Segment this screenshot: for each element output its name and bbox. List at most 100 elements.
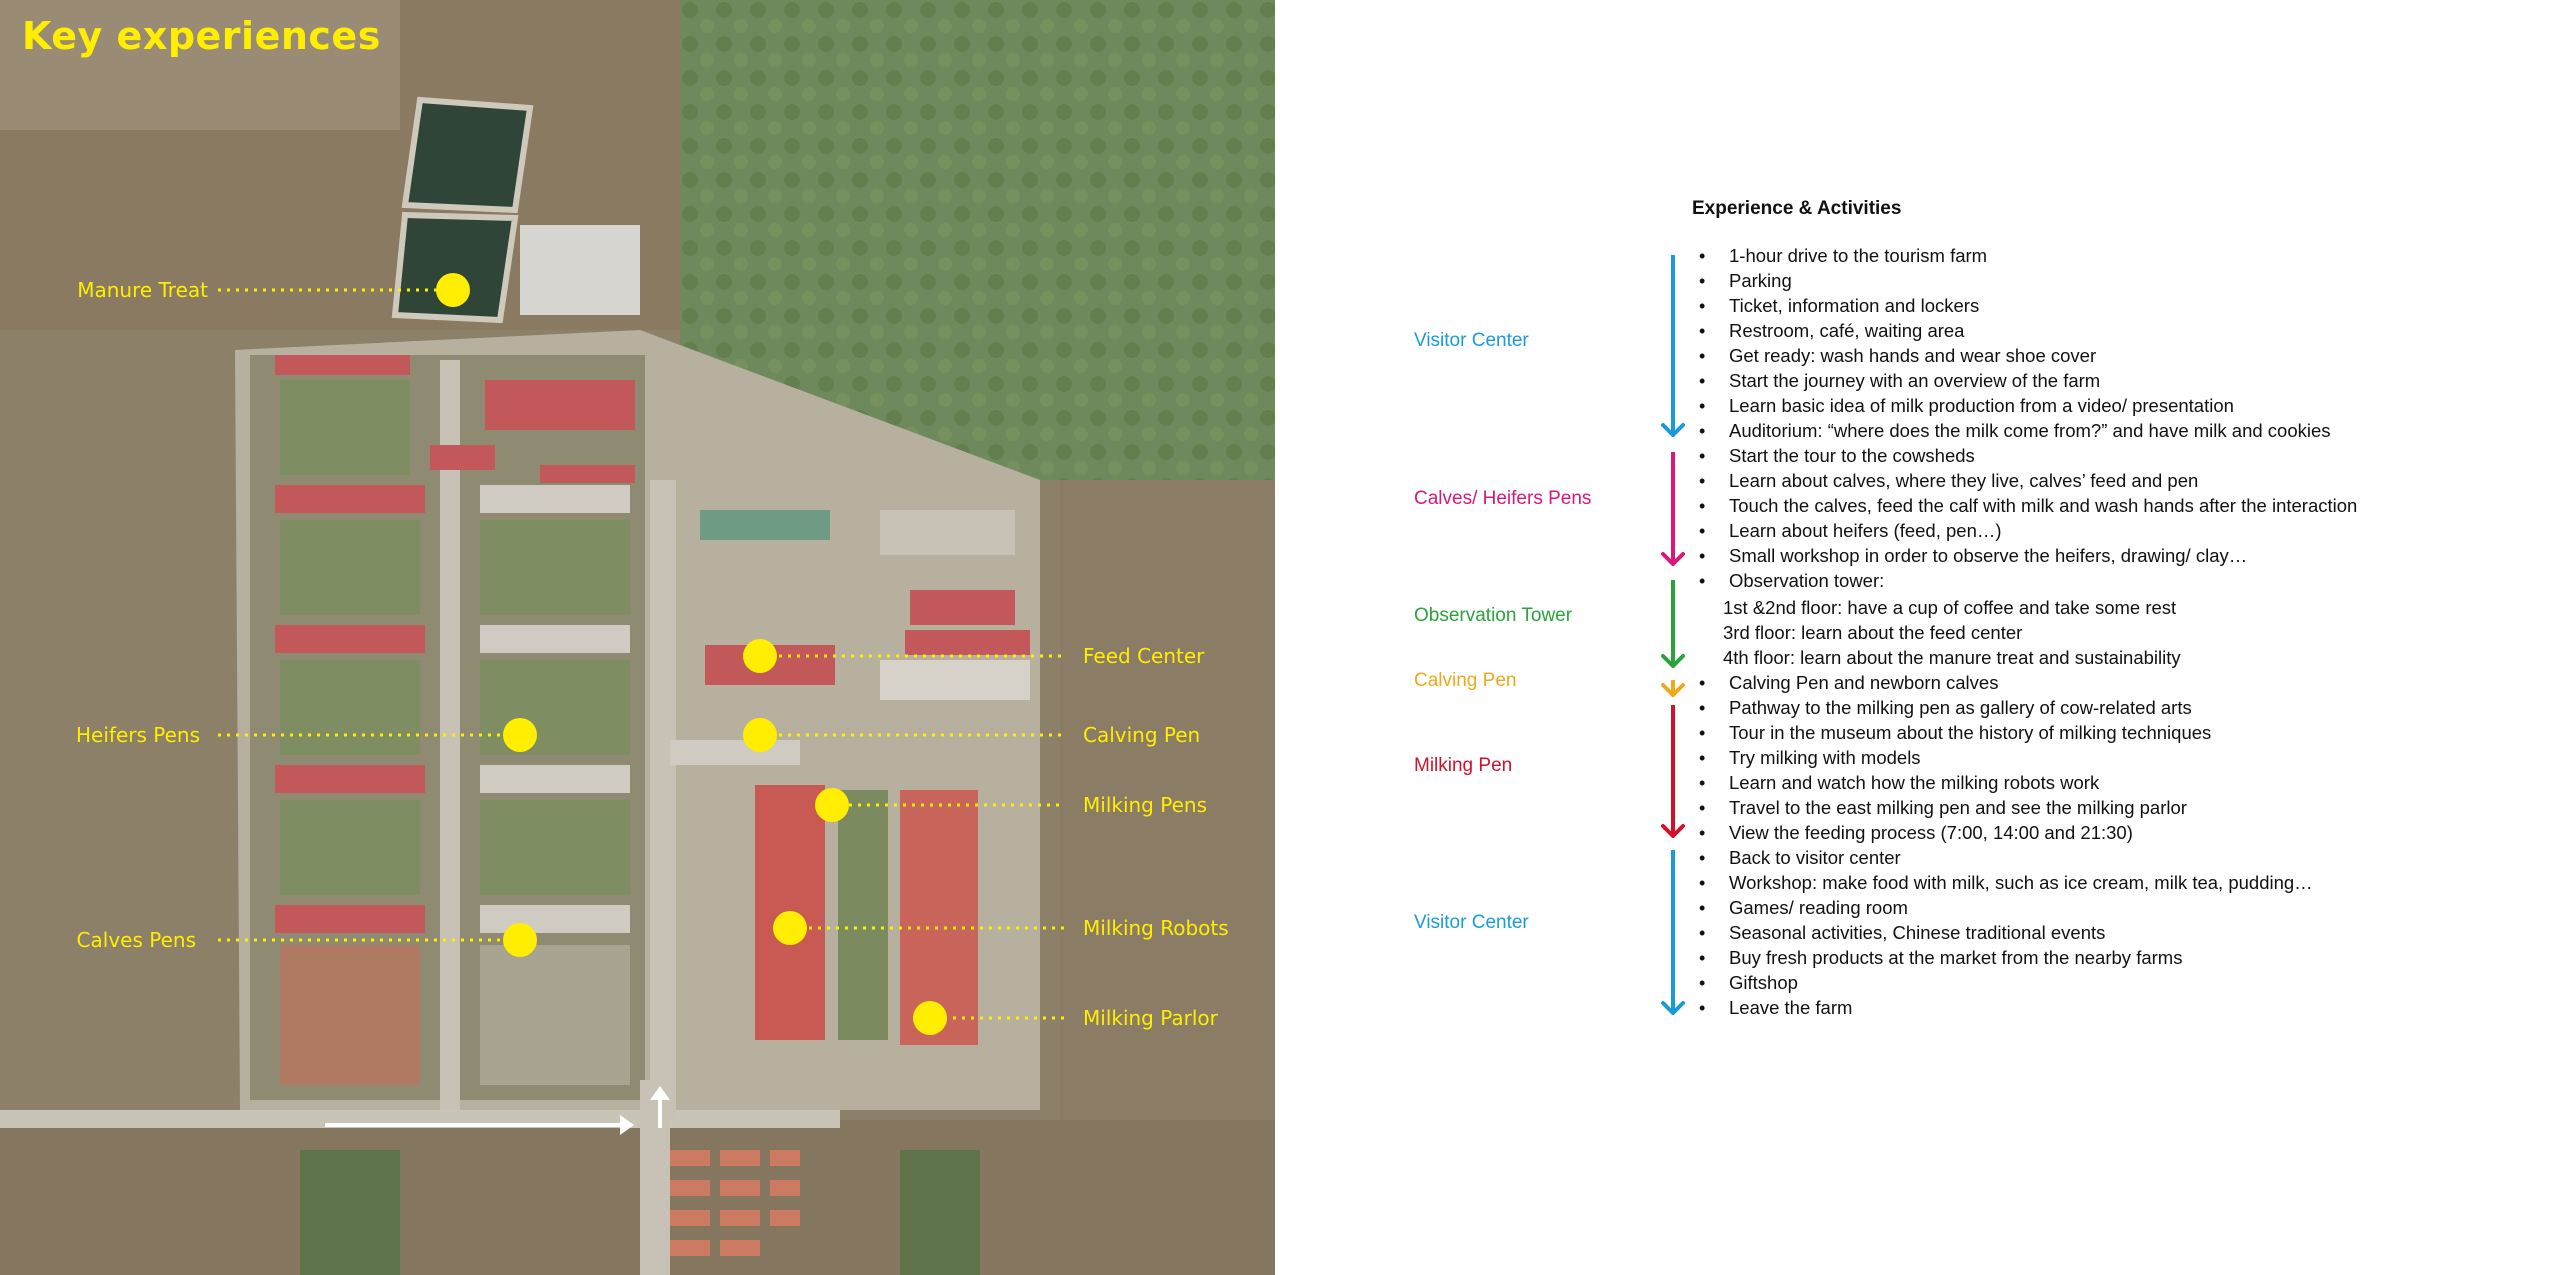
manure-lagoon-1 [401, 96, 534, 214]
activity-bullet: • [1699, 546, 1706, 566]
activity-bullet: • [1699, 848, 1706, 868]
tree-row-south [300, 1150, 400, 1275]
activity-item: Observation tower: [1729, 570, 1885, 591]
label-milking-pens: Milking Pens [1083, 793, 1207, 817]
activity-bullet: • [1699, 823, 1706, 843]
activity-bullet: • [1699, 271, 1706, 291]
activity-bullet: • [1699, 471, 1706, 491]
calving-shed [670, 740, 800, 765]
activity-bullet: • [1699, 773, 1706, 793]
marker-milkpens[interactable] [815, 788, 849, 822]
feed-center-roof-2 [905, 630, 1030, 655]
activity-bullet: • [1699, 321, 1706, 341]
activity-item: Ticket, information and lockers [1729, 295, 1980, 316]
phase-label-visitor2: Visitor Center [1414, 912, 1529, 933]
marker-calves[interactable] [503, 923, 537, 957]
phase-label-calving: Calving Pen [1414, 670, 1517, 691]
south-village [670, 1150, 800, 1256]
section-heading: Experience & Activities [1692, 198, 1902, 219]
activity-bullet: • [1699, 521, 1706, 541]
label-calves-pens: Calves Pens [76, 928, 196, 952]
field-east [1060, 480, 1275, 1120]
phase-label-calves: Calves/ Heifers Pens [1414, 488, 1592, 509]
activity-bullet: • [1699, 748, 1706, 768]
activity-item: Calving Pen and newborn calves [1729, 672, 1999, 693]
field-strip [0, 0, 400, 130]
activity-item: Tour in the museum about the history of … [1729, 722, 2212, 743]
activity-item: Workshop: make food with milk, such as i… [1729, 872, 2313, 893]
phase-arrow-head [1661, 654, 1685, 668]
pen-grass [280, 380, 630, 895]
activity-bullet: • [1699, 923, 1706, 943]
leader-lines [218, 288, 1065, 1020]
entry-road [640, 1080, 670, 1275]
marker-calving[interactable] [743, 718, 777, 752]
marker-feed[interactable] [743, 639, 777, 673]
activity-item: Seasonal activities, Chinese traditional… [1729, 922, 2106, 943]
marker-manure[interactable] [436, 273, 470, 307]
phase-arrow-calving [1661, 680, 1685, 697]
marker-robots[interactable] [773, 911, 807, 945]
activity-bullet: • [1699, 898, 1706, 918]
label-heifers-pens: Heifers Pens [76, 723, 200, 747]
activity-bullet: • [1699, 798, 1706, 818]
field-south [0, 1120, 1275, 1275]
feed-center-roof [910, 590, 1015, 625]
activity-item: Get ready: wash hands and wear shoe cove… [1729, 345, 2097, 366]
activity-item: Try milking with models [1729, 747, 1921, 768]
activity-bullet: • [1699, 998, 1706, 1018]
label-manure-treat: Manure Treat [77, 278, 208, 302]
activity-item: Learn and watch how the milking robots w… [1729, 772, 2100, 793]
activity-item: Back to visitor center [1729, 847, 1901, 868]
milking-yard [838, 790, 888, 1040]
activity-bullet: • [1699, 421, 1706, 441]
calves-yard [280, 945, 420, 1085]
activity-item: Travel to the east milking pen and see t… [1729, 797, 2187, 818]
activity-item: 1st &2nd floor: have a cup of coffee and… [1723, 597, 2177, 618]
aerial-map-drawing [0, 0, 1275, 1275]
activity-bullet: • [1699, 396, 1706, 416]
label-milking-parlor: Milking Parlor [1083, 1006, 1218, 1030]
central-road [650, 480, 676, 1120]
marker-heifers[interactable] [503, 718, 537, 752]
phase-arrow-tower [1661, 580, 1685, 668]
yard-east [880, 660, 1030, 700]
activity-item: Touch the calves, feed the calf with mil… [1729, 495, 2358, 516]
entry-arrow-head [620, 1115, 634, 1135]
activity-bullet: • [1699, 296, 1706, 316]
activity-bullet: • [1699, 873, 1706, 893]
phase-arrow-visitor1 [1661, 255, 1685, 437]
activity-bullet: • [1699, 698, 1706, 718]
activity-item: 3rd floor: learn about the feed center [1723, 622, 2023, 643]
activity-item: Small workshop in order to observe the h… [1729, 545, 2248, 566]
label-calving-pen: Calving Pen [1083, 723, 1201, 747]
activity-bullet: • [1699, 673, 1706, 693]
phase-arrow-head [1661, 1001, 1685, 1015]
activity-bullet: • [1699, 346, 1706, 366]
activity-item: Giftshop [1729, 972, 1798, 993]
activity-item: Learn about calves, where they live, cal… [1729, 470, 2199, 491]
manure-building [520, 225, 640, 315]
activity-item: View the feeding process (7:00, 14:00 an… [1729, 822, 2133, 843]
marker-parlor[interactable] [913, 1001, 947, 1035]
activity-item: Learn about heifers (feed, pen…) [1729, 520, 2002, 541]
activity-item: 4th floor: learn about the manure treat … [1723, 647, 2181, 668]
activity-item: Start the journey with an overview of th… [1729, 370, 2101, 391]
activity-bullet: • [1699, 446, 1706, 466]
page-title: Key experiences [22, 14, 381, 58]
entry-up-arrow-head [650, 1086, 670, 1100]
phase-arrow-head [1661, 824, 1685, 838]
internal-road [440, 360, 460, 1110]
phase-arrow-head [1661, 552, 1685, 566]
activity-bullet: • [1699, 723, 1706, 743]
activity-item: Games/ reading room [1729, 897, 1908, 918]
markers [436, 273, 947, 1035]
activity-bullet: • [1699, 496, 1706, 516]
activity-item: Auditorium: “where does the milk come fr… [1729, 420, 2331, 441]
activity-item: Parking [1729, 270, 1792, 291]
phase-label-tower: Observation Tower [1414, 605, 1573, 626]
label-feed-center: Feed Center [1083, 644, 1205, 668]
warehouse [880, 510, 1015, 555]
activity-bullet: • [1699, 973, 1706, 993]
activity-item: Pathway to the milking pen as gallery of… [1729, 697, 2192, 718]
